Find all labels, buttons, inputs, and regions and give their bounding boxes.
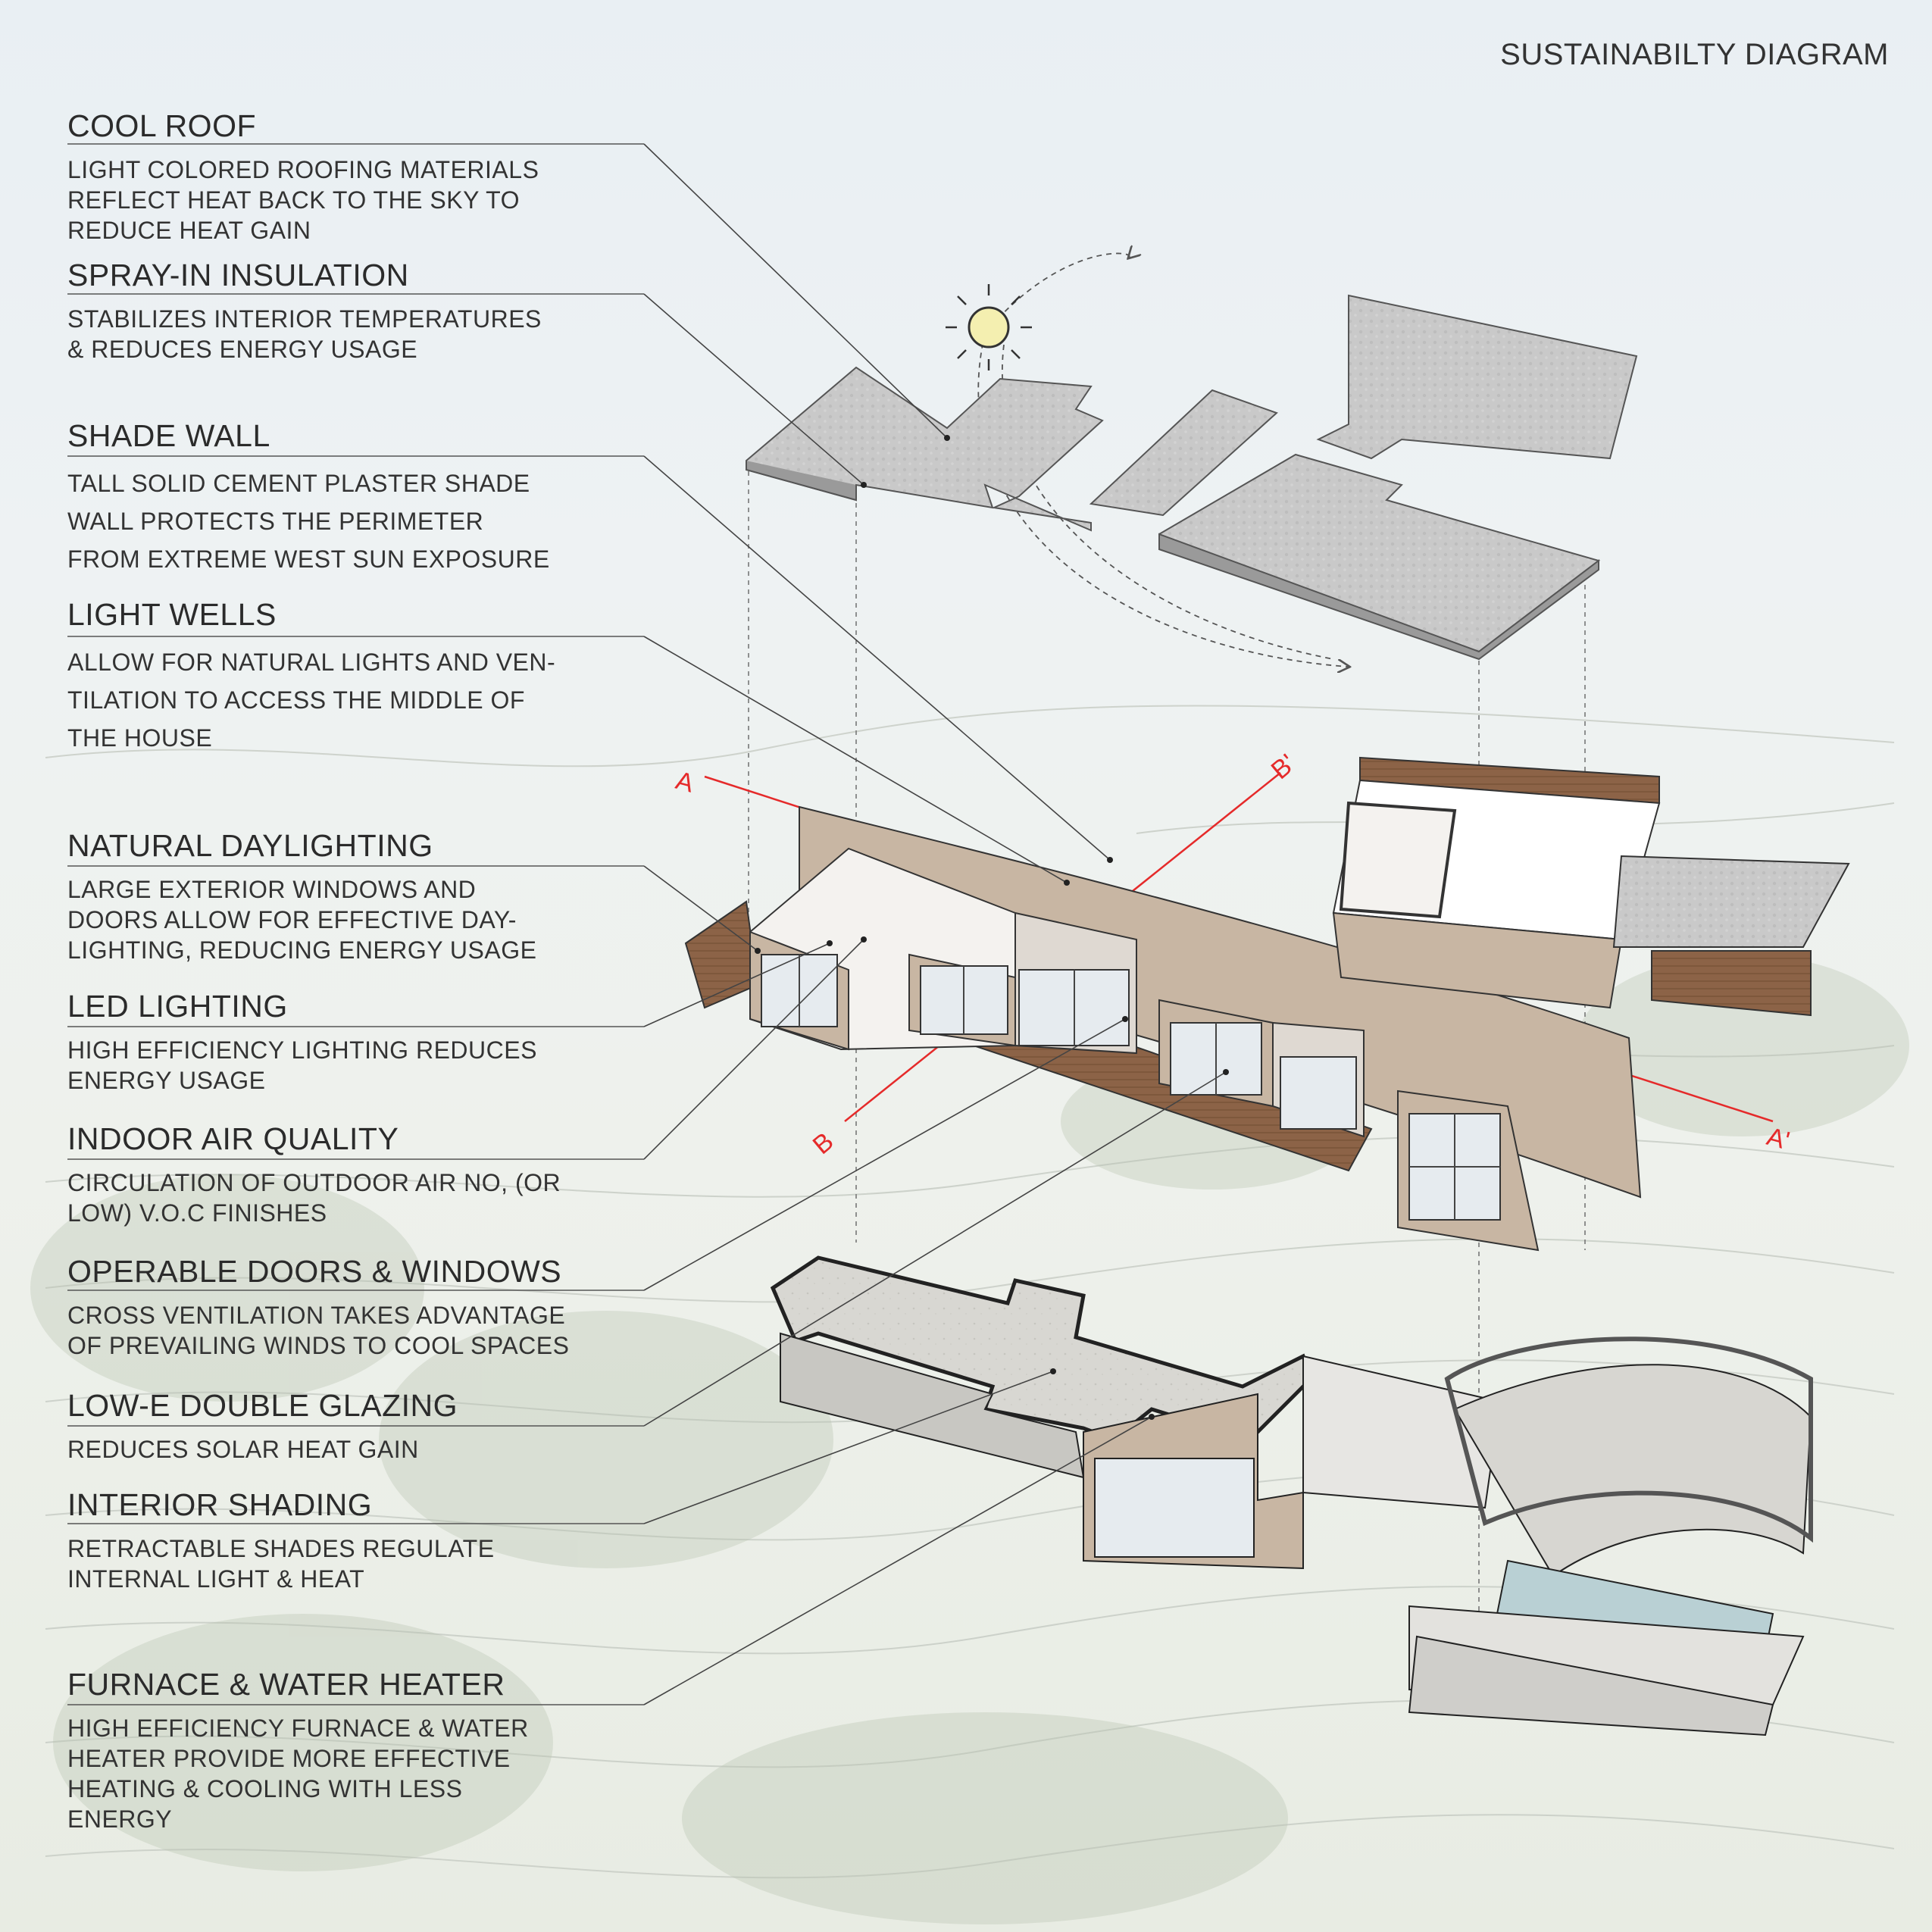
- label-line: LIGHTING, REDUCING ENERGY USAGE: [67, 936, 537, 964]
- label-light-wells: LIGHT WELLS ALLOW FOR NATURAL LIGHTS AND …: [67, 597, 643, 757]
- label-line: FROM EXTREME WEST SUN EXPOSURE: [67, 546, 550, 573]
- label-title: LOW-E DOUBLE GLAZING: [67, 1388, 458, 1423]
- label-line: HIGH EFFICIENCY FURNACE & WATER: [67, 1715, 529, 1742]
- label-title: COOL ROOF: [67, 108, 256, 143]
- roof-level: [746, 294, 1638, 661]
- label-line: & REDUCES ENERGY USAGE: [67, 336, 418, 363]
- label-title: FURNACE & WATER HEATER: [67, 1667, 505, 1702]
- label-line: HIGH EFFICIENCY LIGHTING REDUCES: [67, 1036, 537, 1064]
- label-line: REFLECT HEAT BACK TO THE SKY TO: [67, 186, 521, 214]
- leader-line: [643, 455, 1111, 861]
- label-shade-wall: SHADE WALL TALL SOLID CEMENT PLASTER SHAD…: [67, 418, 643, 578]
- label-line: CROSS VENTILATION TAKES ADVANTAGE: [67, 1302, 566, 1329]
- label-line: LOW) V.O.C FINISHES: [67, 1199, 327, 1227]
- label-line: ENERGY: [67, 1805, 173, 1833]
- label-operable-doors-windows: OPERABLE DOORS & WINDOWS CROSS VENTILATIO…: [67, 1254, 643, 1361]
- label-line: CIRCULATION OF OUTDOOR AIR NO, (OR: [67, 1169, 561, 1196]
- leader-lines: [67, 143, 1229, 1705]
- leader-line: [643, 1018, 1126, 1291]
- label-description: HIGH EFFICIENCY LIGHTING REDUCES ENERGY U…: [67, 1035, 643, 1096]
- label-line: REDUCES SOLAR HEAT GAIN: [67, 1436, 419, 1463]
- label-description: LIGHT COLORED ROOFING MATERIALS REFLECT H…: [67, 155, 643, 245]
- leader-line: [643, 293, 864, 486]
- label-line: OF PREVAILING WINDS TO COOL SPACES: [67, 1332, 570, 1359]
- main-floor-level: [684, 756, 1850, 1252]
- leader-dot: [944, 435, 950, 441]
- label-description: HIGH EFFICIENCY FURNACE & WATER HEATER PR…: [67, 1713, 643, 1834]
- label-low-e-double-glazing: LOW-E DOUBLE GLAZING REDUCES SOLAR HEAT G…: [67, 1388, 643, 1465]
- label-description: REDUCES SOLAR HEAT GAIN: [67, 1434, 643, 1465]
- label-interior-shading: INTERIOR SHADING RETRACTABLE SHADES REGUL…: [67, 1487, 643, 1594]
- leader-line: [643, 1416, 1152, 1705]
- label-line: TALL SOLID CEMENT PLASTER SHADE: [67, 470, 530, 497]
- leader-dot: [1064, 880, 1070, 886]
- label-line: HEATING & COOLING WITH LESS: [67, 1775, 463, 1802]
- label-cool-roof: COOL ROOF LIGHT COLORED ROOFING MATERIALS…: [67, 108, 643, 245]
- label-line: LARGE EXTERIOR WINDOWS AND: [67, 876, 477, 903]
- label-description: LARGE EXTERIOR WINDOWS AND DOORS ALLOW FO…: [67, 874, 643, 965]
- label-title: SPRAY-IN INSULATION: [67, 258, 409, 292]
- leader-line: [643, 865, 758, 952]
- label-title: SHADE WALL: [67, 418, 270, 453]
- page-title: SUSTAINABILTY DIAGRAM: [1500, 38, 1889, 71]
- label-line: WALL PROTECTS THE PERIMETER: [67, 508, 484, 535]
- label-title: INTERIOR SHADING: [67, 1487, 373, 1522]
- label-description: STABILIZES INTERIOR TEMPERATURES & REDUCE…: [67, 304, 643, 364]
- label-line: HEATER PROVIDE MORE EFFECTIVE: [67, 1745, 511, 1772]
- leader-dot: [755, 948, 761, 954]
- label-spray-in-insulation: SPRAY-IN INSULATION STABILIZES INTERIOR T…: [67, 258, 643, 364]
- leader-dot: [1149, 1414, 1155, 1420]
- label-title: INDOOR AIR QUALITY: [67, 1121, 399, 1156]
- label-title: OPERABLE DOORS & WINDOWS: [67, 1254, 562, 1289]
- label-line: RETRACTABLE SHADES REGULATE: [67, 1535, 495, 1562]
- leader-line: [643, 943, 830, 1027]
- label-line: DOORS ALLOW FOR EFFECTIVE DAY-: [67, 906, 517, 933]
- label-line: INTERNAL LIGHT & HEAT: [67, 1565, 365, 1593]
- leader-line: [643, 1071, 1227, 1427]
- label-furnace-water-heater: FURNACE & WATER HEATER HIGH EFFICIENCY FU…: [67, 1667, 643, 1834]
- label-line: STABILIZES INTERIOR TEMPERATURES: [67, 305, 542, 333]
- label-title: LIGHT WELLS: [67, 597, 277, 632]
- leader-line: [643, 143, 948, 439]
- label-description: CROSS VENTILATION TAKES ADVANTAGE OF PREV…: [67, 1300, 643, 1361]
- label-line: ALLOW FOR NATURAL LIGHTS AND VEN-: [67, 649, 556, 676]
- label-description: ALLOW FOR NATURAL LIGHTS AND VEN- TILATIO…: [67, 643, 643, 757]
- leader-dot: [861, 482, 867, 488]
- sun-icon: [946, 284, 1032, 370]
- label-line: TILATION TO ACCESS THE MIDDLE OF: [67, 686, 525, 714]
- label-indoor-air-quality: INDOOR AIR QUALITY CIRCULATION OF OUTDOOR…: [67, 1121, 643, 1228]
- leader-dot: [1107, 857, 1113, 863]
- label-title: LED LIGHTING: [67, 989, 288, 1024]
- leader-dot: [1223, 1069, 1229, 1075]
- label-line: THE HOUSE: [67, 724, 213, 752]
- label-description: TALL SOLID CEMENT PLASTER SHADE WALL PROT…: [67, 464, 643, 578]
- leader-dot: [1122, 1016, 1128, 1022]
- label-line: LIGHT COLORED ROOFING MATERIALS: [67, 156, 539, 183]
- leader-dot: [1050, 1368, 1056, 1374]
- leader-line: [643, 1371, 1054, 1524]
- label-natural-daylighting: NATURAL DAYLIGHTING LARGE EXTERIOR WINDOW…: [67, 828, 643, 965]
- label-description: RETRACTABLE SHADES REGULATE INTERNAL LIGH…: [67, 1533, 643, 1594]
- vegetation-shadows: [30, 955, 1909, 1924]
- label-title: NATURAL DAYLIGHTING: [67, 828, 433, 863]
- leader-dot: [827, 940, 833, 946]
- label-line: REDUCE HEAT GAIN: [67, 217, 311, 244]
- label-led-lighting: LED LIGHTING HIGH EFFICIENCY LIGHTING RED…: [67, 989, 643, 1096]
- leader-line: [643, 939, 864, 1160]
- leader-dot: [861, 936, 867, 943]
- foundation-level: [770, 1255, 1813, 1737]
- label-line: ENERGY USAGE: [67, 1067, 266, 1094]
- label-description: CIRCULATION OF OUTDOOR AIR NO, (OR LOW) V…: [67, 1168, 643, 1228]
- leader-line: [643, 636, 1068, 883]
